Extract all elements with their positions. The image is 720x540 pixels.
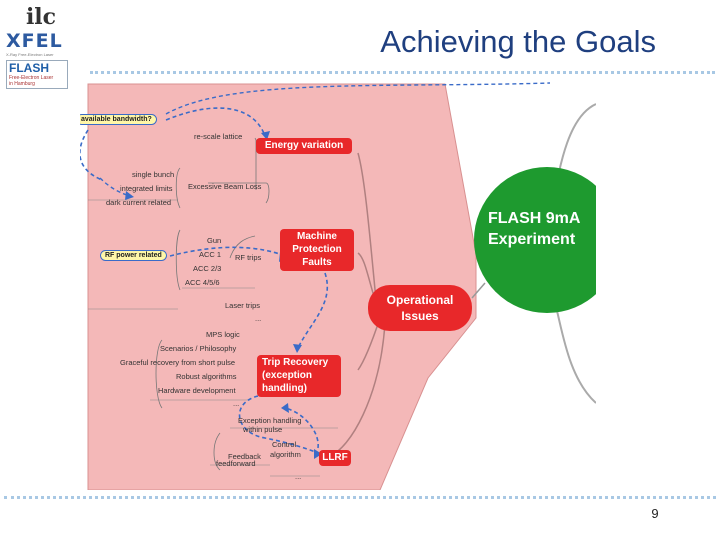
operational-issues-line-1: Operational [386,293,454,307]
energy-variation-node: Energy variation [256,138,352,154]
slide-title: Achieving the Goals [380,24,656,59]
center-link-operational [471,282,486,299]
mind-map-diagram: FLASH 9mA Experiment Operational Issues … [80,78,596,490]
trip-recovery-line-2: (exception [262,370,313,381]
operational-issues-region [87,83,477,490]
leaf-underlines [88,199,338,477]
leaf-laser-trips: Laser trips [225,301,261,310]
leaf-acc1: ACC 1 [199,250,222,259]
operational-issues-line-2: Issues [401,309,439,323]
center-node-circle [474,167,596,313]
leaf-rf-more: ... [255,314,262,323]
machine-protection-line-3: Faults [302,257,332,268]
flash-logo: FLASH Free-Electron Laser in Hamburg [6,60,68,89]
dashed-link-bandwidth-loss [80,129,103,181]
branch-energy [357,152,377,301]
bracket-trip [155,339,163,409]
leaf-scenarios: Scenarios / Philosophy [160,344,237,353]
dashed-link-trip-llrf [238,395,319,454]
dashed-link-llrf-trip [284,407,319,449]
leaf-rf-trips: RF trips [235,253,262,262]
leaf-llrf-more: ... [295,472,302,481]
arrowhead-5 [281,403,289,413]
leaf-feedback: Feedback [228,452,261,461]
machine-protection-line-2: Protection [292,244,342,255]
leaf-acc23: ACC 2/3 [193,264,222,273]
leaf-excessive-beam-loss: Excessive Beam Loss [188,182,262,191]
dashed-link-rf-power [169,246,286,257]
leaf-robust-algorithms: Robust algorithms [176,372,237,381]
flash-logo-subtitle-1: Free-Electron Laser [9,75,54,81]
trip-recovery-line-1: Trip Recovery [262,357,329,368]
leaf-integrated-limits: integrated limits [120,184,173,193]
flash-logo-subtitle-2: in Hamburg [9,81,35,87]
leaf-hardware-development: Hardware development [158,386,236,395]
machine-protection-line-1: Machine [296,231,337,242]
leaf-control-1: Control [272,440,297,449]
leaf-dark-current: dark current related [106,198,172,207]
bottom-dotted-rule [4,496,716,499]
rf-power-pill: RF power related [100,250,167,261]
logo-group: ilc XFEL X-Ray Free-Electron Laser FLASH… [6,4,76,89]
flash-logo-title: FLASH [9,61,49,75]
leaf-single-bunch: single bunch [132,170,175,179]
leaf-graceful-recovery: Graceful recovery from short pulse [120,358,236,367]
bandwidth-pill: available bandwidth? [80,114,157,125]
leaf-exception-handling-2: within pulse [243,425,283,434]
center-node-label: FLASH 9mA Experiment [488,208,580,250]
center-node-line-1: FLASH 9mA [488,210,581,227]
arrowhead-6 [125,191,134,200]
trip-recovery-node: Trip Recovery (exception handling) [257,355,341,397]
trip-recovery-line-3: handling) [262,383,307,394]
top-dotted-rule [90,71,715,74]
leaf-rescale-lattice: re-scale lattice [194,132,243,141]
xfel-logo: XFEL [6,30,63,52]
leaf-gun: Gun [207,236,222,245]
page-number: 9 [651,506,659,521]
operational-issues-node: Operational Issues [368,285,472,331]
machine-protection-node: Machine Protection Faults [280,229,354,271]
leaf-trip-more: ... [233,399,240,408]
ilc-logo: ilc [25,4,57,30]
leaf-acc456: ACC 4/5/6 [185,278,220,287]
leaf-control-2: algorithm [270,450,301,459]
dashed-link-top-curve [165,82,551,115]
leaf-feedforward: feedforward [216,459,256,468]
arrowhead-3 [293,344,302,353]
leaf-mps-logic: MPS logic [206,330,240,339]
bracket-beam-loss [175,167,270,209]
center-link-bottom [554,302,596,404]
dashed-link-left-pair [99,177,131,197]
leaf-exception-handling-1: Exception handling [238,416,302,425]
bracket-rf [175,229,256,291]
bracket-llrf [213,432,221,471]
arrowhead-4 [314,449,322,459]
xfel-logo-subtitle: X-Ray Free-Electron Laser [6,52,54,57]
arrowhead-1 [261,131,270,140]
dashed-link-mp-trip [297,272,328,349]
center-node-line-2: Experiment [488,231,576,248]
llrf-node: LLRF [319,450,351,466]
diagram-graphics [80,82,596,490]
